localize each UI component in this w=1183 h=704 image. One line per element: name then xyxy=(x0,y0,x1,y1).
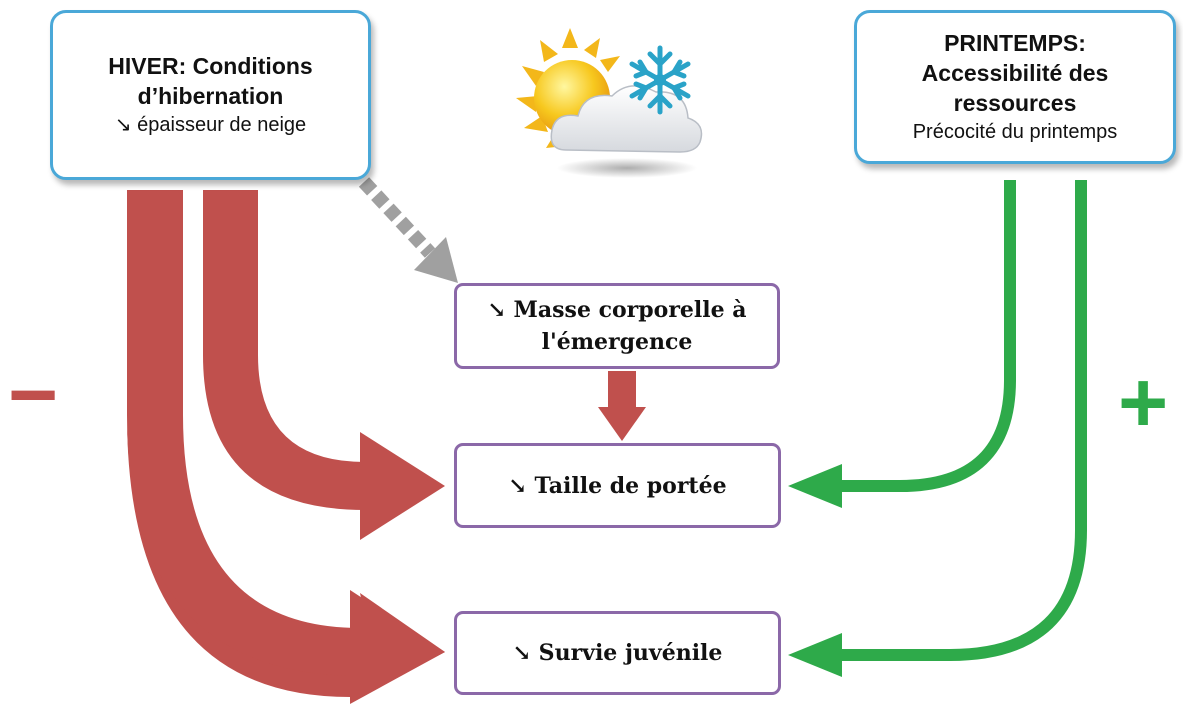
printemps-detail: Précocité du printemps xyxy=(912,121,1118,143)
arrow-masse-to-taille-head xyxy=(598,407,646,441)
effect-box-masse: ↘ Masse corporelle à l'émergence xyxy=(454,283,780,369)
positive-sign: + xyxy=(1118,355,1169,451)
arrow-printemps-to-taille-head xyxy=(788,464,842,508)
arrow-hiver-to-survie-body xyxy=(127,190,360,676)
printemps-title: PRINTEMPS: xyxy=(944,30,1086,56)
arrow-masse-to-taille-body xyxy=(608,371,636,409)
masse-line-2: l'émergence xyxy=(541,329,693,355)
arrow-printemps-to-taille xyxy=(815,180,1016,492)
masse-line-1: ↘ Masse corporelle à xyxy=(487,297,747,323)
taille-label: ↘ Taille de portée xyxy=(508,472,727,499)
arrow-hiver-to-taille-head xyxy=(360,432,445,540)
arrow-hiver-to-masse-head xyxy=(414,237,458,283)
arrow-hiver-to-survie-head xyxy=(350,590,445,704)
arrow-printemps-to-survie xyxy=(815,180,1087,661)
arrow-printemps-to-survie-head xyxy=(788,633,842,677)
arrow-hiver-to-masse-dashed xyxy=(358,177,436,258)
arrow-hiver-to-taille-body xyxy=(203,190,365,510)
hiver-detail: ↘ épaisseur de neige xyxy=(114,114,307,136)
negative-sign: − xyxy=(8,347,59,443)
hiver-title: HIVER: Conditions xyxy=(108,53,313,79)
effect-box-taille: ↘ Taille de portée xyxy=(454,443,781,528)
printemps-subtitle-2: ressources xyxy=(953,90,1077,116)
effect-box-survie: ↘ Survie juvénile xyxy=(454,611,781,695)
factor-box-hiver: HIVER: Conditions d’hibernation ↘ épaiss… xyxy=(50,10,371,180)
weather-sun-cloud-snowflake-icon xyxy=(516,28,703,178)
hiver-subtitle: d’hibernation xyxy=(137,83,284,109)
printemps-subtitle-1: Accessibilité des xyxy=(921,60,1109,86)
survie-label: ↘ Survie juvénile xyxy=(512,640,723,666)
factor-box-printemps: PRINTEMPS: Accessibilité des ressources … xyxy=(854,10,1176,164)
